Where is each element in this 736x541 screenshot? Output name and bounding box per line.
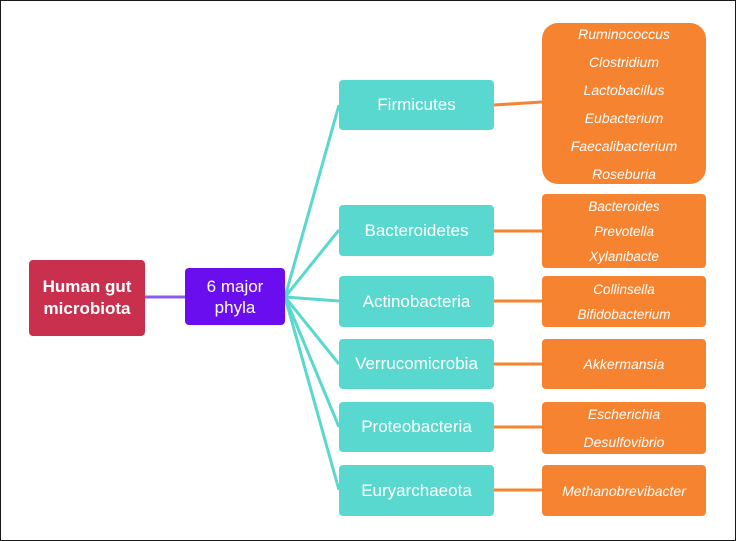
mid-to-proteobacteria-line bbox=[283, 296, 341, 428]
phylum-node-firmicutes: Firmicutes bbox=[339, 80, 494, 130]
genus-box-bacteroidetes: Bacteroides Prevotella Xylanibacte bbox=[542, 194, 706, 268]
firmicutes-to-genera-line bbox=[493, 100, 543, 107]
phylum-label: Verrucomicrobia bbox=[355, 354, 478, 373]
mid-to-euryarchaeota-line bbox=[283, 296, 341, 491]
phylum-node-actinobacteria: Actinobacteria bbox=[339, 276, 494, 327]
mid-to-bacteroidetes-line bbox=[283, 229, 341, 298]
genus-item: Bifidobacterium bbox=[577, 306, 671, 322]
genus-box-firmicutes: Ruminococcus Clostridium Lactobacillus E… bbox=[542, 23, 706, 184]
genus-item: Escherichia bbox=[587, 406, 661, 422]
genus-item: Lactobacillus bbox=[583, 81, 665, 98]
phylum-label: Actinobacteria bbox=[362, 291, 471, 311]
phylum-label: Proteobacteria bbox=[361, 417, 472, 436]
genus-item: Akkermansia bbox=[583, 356, 665, 372]
genus-item: Prevotella bbox=[593, 223, 655, 239]
genus-item: Desulfovibrio bbox=[583, 434, 665, 450]
mid-to-verrucomicrobia-line bbox=[283, 296, 341, 365]
mid-node-six-major-phyla: 6 major phyla bbox=[185, 268, 285, 325]
genus-item: Bacteroides bbox=[588, 198, 660, 214]
phylum-node-bacteroidetes: Bacteroidetes bbox=[339, 205, 494, 256]
genus-item: Collinsella bbox=[593, 281, 655, 297]
phylum-node-proteobacteria: Proteobacteria bbox=[339, 402, 494, 452]
genus-item: Eubacterium bbox=[584, 109, 664, 126]
genus-box-euryarchaeota: Methanobrevibacter bbox=[542, 465, 706, 516]
root-label-line1: Human gut bbox=[42, 277, 132, 296]
mid-label-line2: phyla bbox=[214, 297, 256, 317]
genus-item: Faecalibacterium bbox=[570, 137, 678, 154]
phylum-node-verrucomicrobia: Verrucomicrobia bbox=[339, 339, 494, 389]
mid-to-firmicutes-line bbox=[283, 104, 341, 298]
mid-label-line1: 6 major bbox=[206, 276, 264, 296]
root-label-line2: microbiota bbox=[43, 299, 131, 318]
genus-box-verrucomicrobia: Akkermansia bbox=[542, 339, 706, 389]
genus-box-proteobacteria: Escherichia Desulfovibrio bbox=[542, 402, 706, 454]
root-node-human-gut-microbiota: Human gut microbiota bbox=[29, 260, 145, 336]
mid-to-actinobacteria-line bbox=[284, 295, 340, 303]
genus-item: Clostridium bbox=[588, 53, 659, 70]
genus-box-actinobacteria: Collinsella Bifidobacterium bbox=[542, 276, 706, 327]
phylum-label: Euryarchaeota bbox=[361, 480, 472, 500]
phylum-label: Bacteroidetes bbox=[364, 220, 469, 240]
genus-item: Ruminococcus bbox=[578, 25, 670, 42]
phylum-node-euryarchaeota: Euryarchaeota bbox=[339, 465, 494, 516]
genus-item: Xylanibacte bbox=[589, 248, 659, 264]
genus-item: Roseburia bbox=[592, 165, 656, 182]
phylum-label: Firmicutes bbox=[377, 95, 456, 114]
genus-item: Methanobrevibacter bbox=[562, 482, 686, 499]
